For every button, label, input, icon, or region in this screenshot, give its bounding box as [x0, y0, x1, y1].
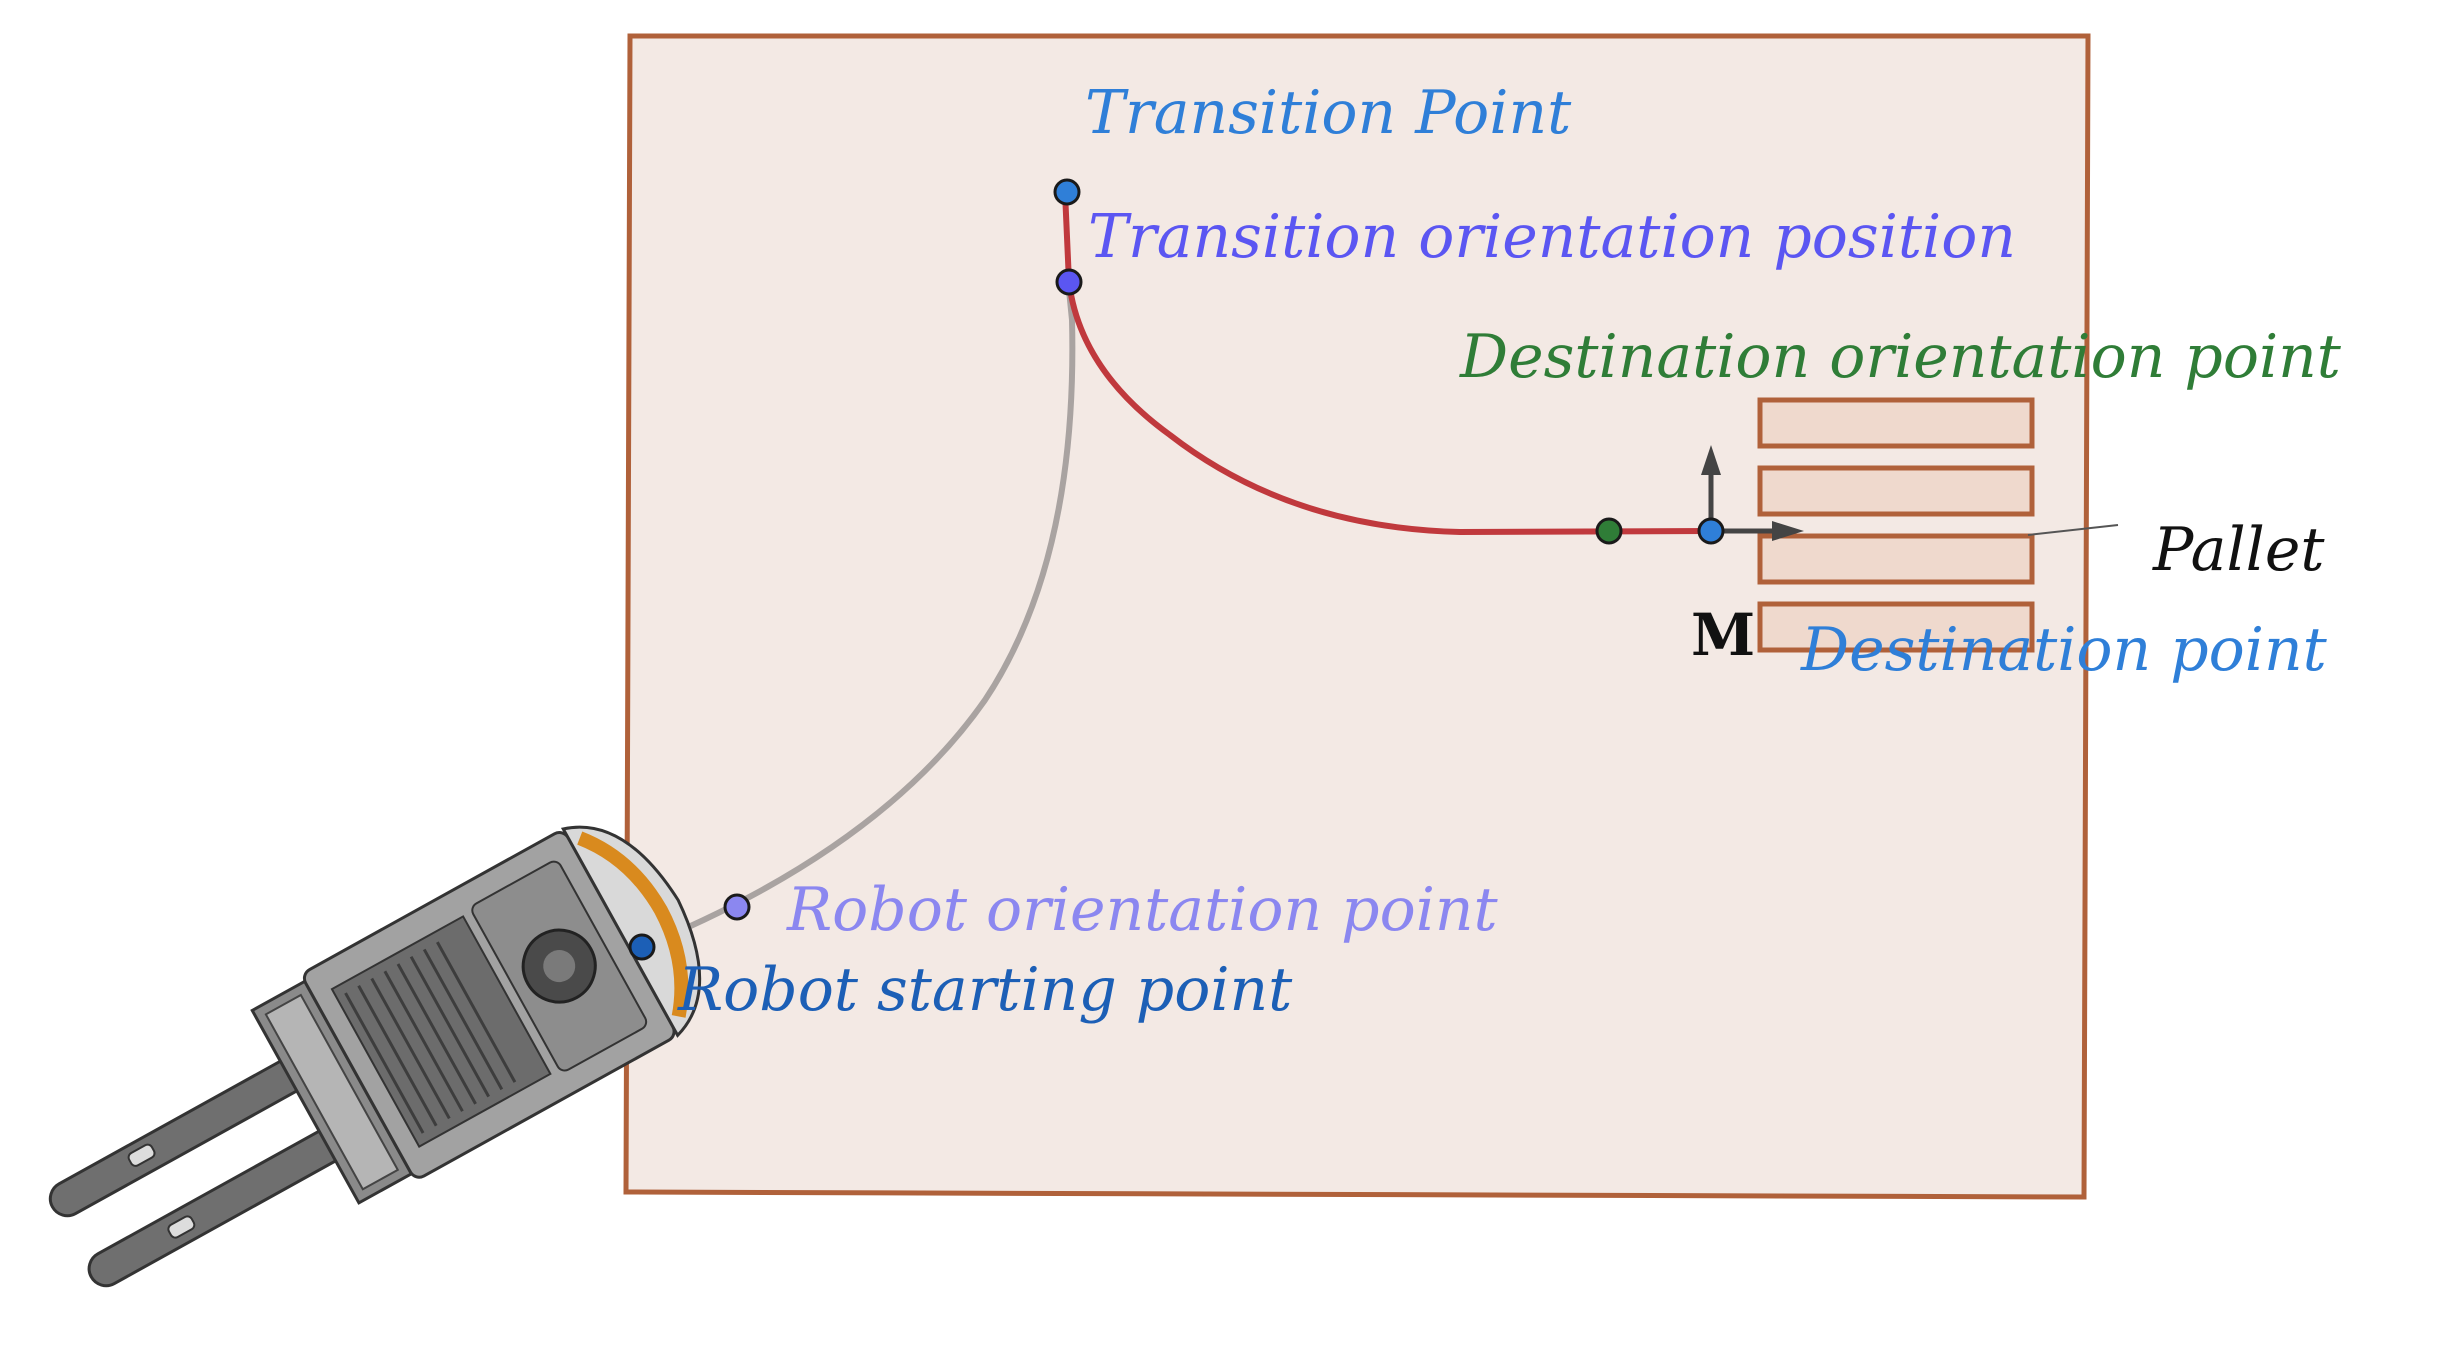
robot-orientation-point-label: Robot orientation point — [786, 875, 1499, 945]
pallet-label: Pallet — [2152, 515, 2325, 585]
forklift-robot-icon — [48, 825, 702, 1288]
transition-point-label: Transition Point — [1085, 78, 1572, 148]
destination-point-label: Destination point — [1800, 615, 2328, 685]
robot-starting-point-label: Robot starting point — [677, 955, 1293, 1025]
destination-orientation-point-label: Destination orientation point — [1459, 322, 2342, 392]
final-path — [1062, 189, 1713, 536]
pallet-slot — [1757, 397, 2035, 449]
transition-point-marker — [1053, 178, 1081, 206]
transition-orientation-position-label: Transition orientation position — [1088, 202, 2016, 272]
destination-point-marker — [1697, 517, 1725, 545]
robot-starting-point-marker — [628, 933, 656, 961]
pallet-slot — [1757, 533, 2035, 585]
robot-orientation-point-marker — [723, 893, 751, 921]
pallet-leader-line — [2027, 524, 2119, 536]
pallet-stack — [1757, 397, 2035, 653]
pallet-slot — [1757, 601, 2035, 653]
workspace-area — [623, 33, 2091, 1200]
pallet-slot — [1757, 465, 2035, 517]
approach-path — [639, 277, 1076, 950]
transition-orientation-position-marker — [1055, 268, 1083, 296]
frame-m-label: M — [1691, 601, 1755, 669]
destination-orientation-point-marker — [1595, 517, 1623, 545]
